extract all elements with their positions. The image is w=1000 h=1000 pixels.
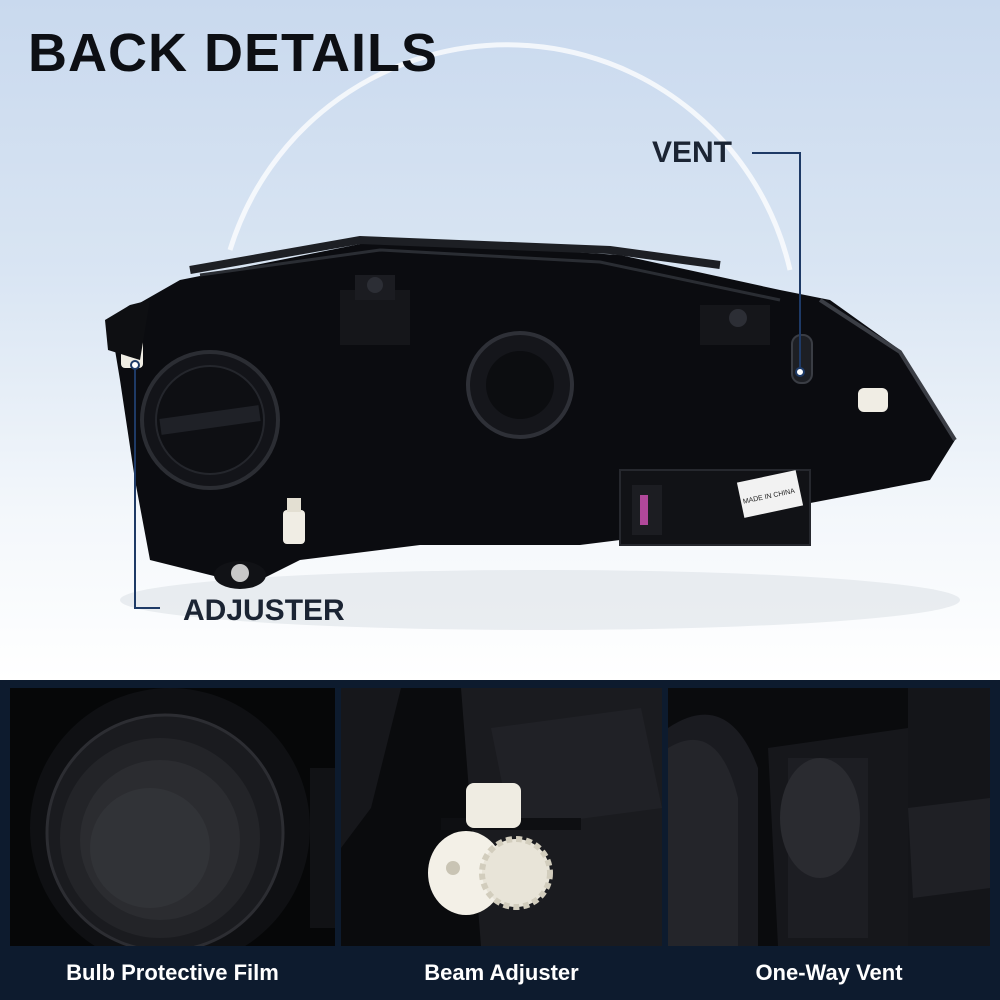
halo-arc [227, 42, 793, 271]
headlight-back-image: MADE IN CHINA [105, 42, 960, 630]
adjuster-bottom [283, 498, 305, 544]
caption-one-way-vent: One-Way Vent [755, 960, 903, 985]
detail-panel-bulb-film [10, 688, 335, 946]
made-in-label [736, 470, 804, 518]
caption-bulb-film: Bulb Protective Film [66, 960, 279, 985]
page-title: BACK DETAILS [28, 23, 438, 83]
vent-callout-line [752, 152, 801, 372]
adjuster-right [858, 388, 888, 412]
detail-panel-one-way-vent [668, 688, 990, 946]
adjuster-callout-label: ADJUSTER [183, 594, 345, 627]
headlight-housing: MADE IN CHINA [105, 235, 957, 589]
vent-callout-label: VENT [652, 136, 733, 169]
vent-cap-closeup-icon [668, 688, 990, 946]
adjuster-callout-line [134, 365, 160, 609]
adjuster-gear-closeup-icon [341, 688, 662, 946]
bulb-cover-closeup-icon [10, 688, 335, 946]
hero-section: MADE IN CHINA BACK D [0, 0, 1000, 680]
caption-beam-adjuster: Beam Adjuster [424, 960, 579, 985]
connector-pins [640, 495, 648, 525]
detail-panel-beam-adjuster [341, 688, 662, 946]
